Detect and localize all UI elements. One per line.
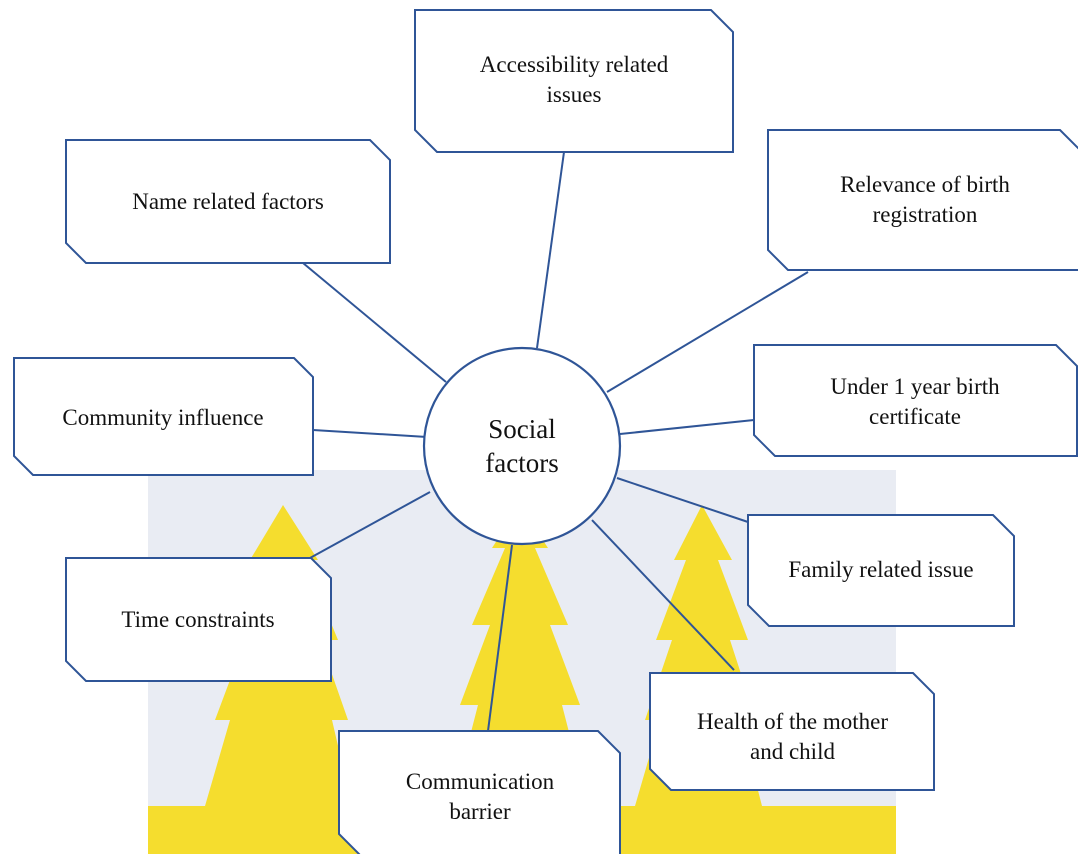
node-label-health: Health of the mother and child — [697, 709, 888, 764]
connector-time — [309, 491, 431, 559]
node-label-community: Community influence — [62, 405, 264, 430]
connector-community — [312, 429, 428, 438]
node-label-name: Name related factors — [132, 189, 324, 214]
node-box-communication — [338, 730, 621, 854]
connector-communication — [487, 544, 513, 732]
node-box-time — [65, 557, 332, 682]
central-hub-circle — [422, 346, 622, 546]
node-box-accessibility — [414, 9, 734, 153]
connector-family — [616, 477, 749, 523]
node-label-communication: Communication barrier — [405, 769, 555, 824]
node-box-relevance — [767, 129, 1078, 271]
node-label-accessibility: Accessibility related issues — [479, 52, 669, 107]
connector-relevance — [606, 271, 809, 393]
node-label-family: Family related issue — [788, 557, 974, 582]
node-label-time: Time constraints — [121, 607, 275, 632]
node-label-relevance: Relevance of birth registration — [840, 172, 1010, 227]
node-box-under-one-year — [753, 344, 1078, 457]
node-box-community — [13, 357, 314, 476]
node-label-under-one-year: Under 1 year birth certificate — [830, 374, 1000, 429]
node-box-health — [649, 672, 935, 791]
node-box-family — [747, 514, 1015, 627]
connector-name — [302, 262, 447, 383]
central-topic-label: Social factors — [485, 414, 559, 478]
connector-health — [591, 519, 735, 671]
node-boxes — [13, 9, 1078, 854]
connector-accessibility — [536, 151, 565, 349]
connector-under-one-year — [619, 419, 755, 435]
connectors — [302, 151, 809, 732]
node-box-name — [65, 139, 391, 264]
